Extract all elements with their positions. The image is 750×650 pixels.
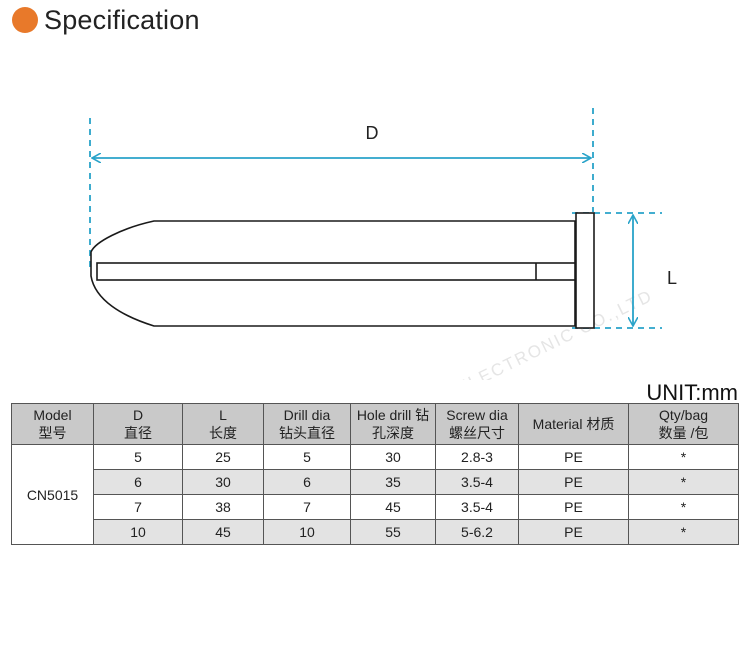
table-cell: * (628, 469, 739, 495)
table-cell: 5-6.2 (435, 519, 519, 545)
orange-dot-icon (12, 7, 38, 33)
table-cell: 30 (350, 444, 436, 470)
dimension-l-label: L (667, 268, 677, 288)
table-cell: 10 (263, 519, 351, 545)
table-cell: 38 (182, 494, 264, 520)
table-cell: PE (518, 519, 629, 545)
table-cell: PE (518, 444, 629, 470)
header-material: Material 材质 (518, 403, 629, 445)
table-cell: 3.5-4 (435, 494, 519, 520)
table-row: 7 38 7 45 3.5-4 PE * (12, 494, 739, 520)
table-cell: 5 (263, 444, 351, 470)
table-cell: PE (518, 469, 629, 495)
table-cell: * (628, 519, 739, 545)
table-row: 6 30 6 35 3.5-4 PE * (12, 469, 739, 495)
unit-label: UNIT:mm (646, 380, 738, 405)
table-cell: 45 (182, 519, 264, 545)
table-cell: 7 (93, 494, 183, 520)
table-cell: 35 (350, 469, 436, 495)
dimension-d: D (89, 108, 594, 270)
section-header: Specification (12, 4, 200, 36)
table-cell: 6 (93, 469, 183, 495)
anchor-body (90, 212, 595, 329)
table-cell: 55 (350, 519, 436, 545)
table-cell: 10 (93, 519, 183, 545)
model-cell: CN5015 (11, 444, 94, 545)
table-cell: 3.5-4 (435, 469, 519, 495)
table-cell: 30 (182, 469, 264, 495)
table-row: CN5015 5 25 5 30 2.8-3 PE * (11, 444, 739, 545)
table-cell: 2.8-3 (435, 444, 519, 470)
table-cell: 5 (93, 444, 183, 470)
anchor-dimension-drawing: DONGGUAN CHUANGCHENG PLASTIC ELECTRONIC … (89, 108, 677, 380)
table-cell: * (628, 444, 739, 470)
header-hole-drill: Hole drill 钻孔深度 (350, 403, 436, 445)
table-cell: 6 (263, 469, 351, 495)
table-row: 10 45 10 55 5-6.2 PE * (12, 519, 739, 545)
table-cell: 45 (350, 494, 436, 520)
section-title: Specification (44, 4, 200, 35)
table-cell: 7 (263, 494, 351, 520)
dimension-d-label: D (366, 123, 379, 143)
table-cell: * (628, 494, 739, 520)
table-cell: PE (518, 494, 629, 520)
table-cell: 25 (182, 444, 264, 470)
